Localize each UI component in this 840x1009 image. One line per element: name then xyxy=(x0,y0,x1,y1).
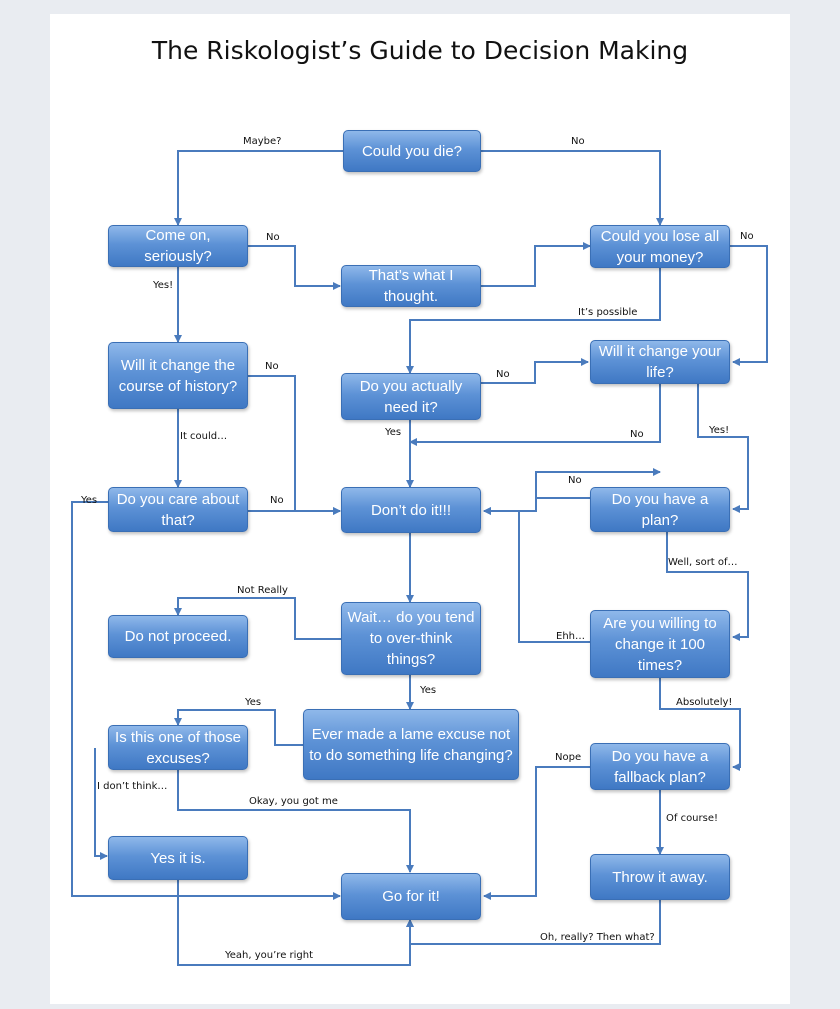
edge-die-maybe xyxy=(174,150,343,226)
edge-label-absolutely: Absolutely! xyxy=(676,697,733,708)
node-dont-do-it: Don’t do it!!! xyxy=(341,487,481,533)
node-yes-it-is: Yes it is. xyxy=(108,836,248,880)
edge-label-ehh: Ehh… xyxy=(556,631,585,642)
node-label: That’s what I thought. xyxy=(368,267,454,305)
node-label: Don’t do it!!! xyxy=(370,501,452,519)
node-label: Come on, seriously? xyxy=(144,227,212,265)
edge-label-maybe: Maybe? xyxy=(243,136,282,147)
node-label: Yes it is. xyxy=(150,849,206,867)
edge-excuse-yes xyxy=(174,709,303,746)
edge-money-possible xyxy=(406,268,661,374)
edge-label-no-die: No xyxy=(571,136,585,147)
node-do-you-care: Do you care about that? xyxy=(108,487,248,532)
node-label: Do you have a fallback plan? xyxy=(611,747,709,786)
node-label: Go for it! xyxy=(382,888,440,905)
node-come-on-seriously: Come on, seriously? xyxy=(108,225,248,267)
edge-label-yeah-youre-right: Yeah, you’re right xyxy=(225,950,314,961)
node-label: Is this one of those excuses? xyxy=(115,728,241,767)
node-throw-it-away: Throw it away. xyxy=(590,854,730,900)
edge-label-oh-really: Oh, really? Then what? xyxy=(540,932,655,943)
page-title: The Riskologist’s Guide to Decision Maki… xyxy=(151,36,689,65)
node-is-this-excuse: Is this one of those excuses? xyxy=(108,725,248,770)
edge-label-it-could: It could… xyxy=(180,431,228,442)
node-label: Will it change your life? xyxy=(598,343,722,381)
node-fallback-plan: Do you have a fallback plan? xyxy=(590,743,730,790)
edge-label-no-care: No xyxy=(270,495,284,506)
node-lame-excuse: Ever made a lame excuse not to do someth… xyxy=(303,709,519,780)
edge-plan-no-to-dont xyxy=(483,498,537,515)
edge-history-no xyxy=(248,375,341,515)
edge-fallback-nope xyxy=(483,766,590,900)
edge-label-no-comeon: No xyxy=(266,232,280,243)
edge-label-nope: Nope xyxy=(555,752,582,763)
edge-life-yes xyxy=(697,384,749,513)
edge-comeon-no xyxy=(248,245,341,290)
edge-care-yes xyxy=(71,501,341,900)
edge-label-i-dont-think: I don’t think… xyxy=(97,781,168,792)
edge-label-of-course: Of course! xyxy=(666,813,719,824)
edge-label-yes-life: Yes! xyxy=(709,425,730,436)
node-label: Do you care about that? xyxy=(116,490,240,529)
edge-money-no xyxy=(730,245,768,366)
edge-label-no-life: No xyxy=(630,429,644,440)
edge-isexcuse-okay xyxy=(177,770,414,873)
node-label: Could you lose all your money? xyxy=(600,227,720,266)
node-label: Are you willing to change it 100 times? xyxy=(603,614,717,674)
edge-label-no-history: No xyxy=(265,361,279,372)
edge-need-no xyxy=(481,358,589,384)
edge-label-yes-need: Yes xyxy=(385,427,402,438)
edge-label-yes-excuse: Yes xyxy=(245,697,262,708)
node-label: Ever made a lame excuse not to do someth… xyxy=(309,725,513,764)
edge-label-yes-seriously: Yes! xyxy=(153,280,174,291)
edge-label-no-money: No xyxy=(740,231,754,242)
edge-label-not-really: Not Really xyxy=(237,585,288,596)
edge-label-okay-you-got-me: Okay, you got me xyxy=(249,796,338,807)
node-will-it-change-history: Will it change the course of history? xyxy=(108,342,248,409)
node-could-you-die: Could you die? xyxy=(343,130,481,172)
edge-label-its-possible: It’s possible xyxy=(578,307,638,318)
node-do-you-actually-need-it: Do you actually need it? xyxy=(341,373,481,420)
node-thats-what-i-thought: That’s what I thought. xyxy=(341,265,481,307)
node-label: Throw it away. xyxy=(612,868,708,886)
edge-label-no-need: No xyxy=(496,369,510,380)
edge-life-no xyxy=(409,384,661,446)
edge-plan-no xyxy=(535,468,661,499)
node-willing-to-change: Are you willing to change it 100 times? xyxy=(590,610,730,678)
node-will-it-change-your-life: Will it change your life? xyxy=(590,340,730,384)
node-label: Wait… do you tend to over-think things? xyxy=(347,609,475,668)
edge-label-yes-overthink: Yes xyxy=(420,685,437,696)
node-could-you-lose-money: Could you lose all your money? xyxy=(590,225,730,268)
edge-yesitis-yeah xyxy=(177,880,414,966)
node-wait-overthink: Wait… do you tend to over-think things? xyxy=(341,602,481,675)
edge-wait-notreally xyxy=(174,597,341,640)
edge-die-no xyxy=(481,150,664,226)
node-label: Do you have a plan? xyxy=(611,490,709,529)
edge-thought-money xyxy=(481,242,591,287)
node-label: Could you die? xyxy=(361,142,463,160)
edge-label-yes-care: Yes xyxy=(81,495,98,506)
node-label: Do not proceed. xyxy=(124,628,232,645)
node-label: Will it change the course of history? xyxy=(118,356,238,395)
node-do-you-have-a-plan: Do you have a plan? xyxy=(590,487,730,532)
edge-label-well-sort-of: Well, sort of… xyxy=(668,557,738,568)
node-do-not-proceed: Do not proceed. xyxy=(108,615,248,658)
edge-willing-ehh xyxy=(483,507,590,643)
node-label: Do you actually need it? xyxy=(359,377,463,416)
edge-label-no-plan: No xyxy=(568,475,582,486)
node-go-for-it: Go for it! xyxy=(341,873,481,920)
edge-isexcuse-idontthink xyxy=(94,748,108,860)
edge-plan-wellsort xyxy=(666,532,749,641)
edge-willing-absolutely xyxy=(659,678,741,771)
